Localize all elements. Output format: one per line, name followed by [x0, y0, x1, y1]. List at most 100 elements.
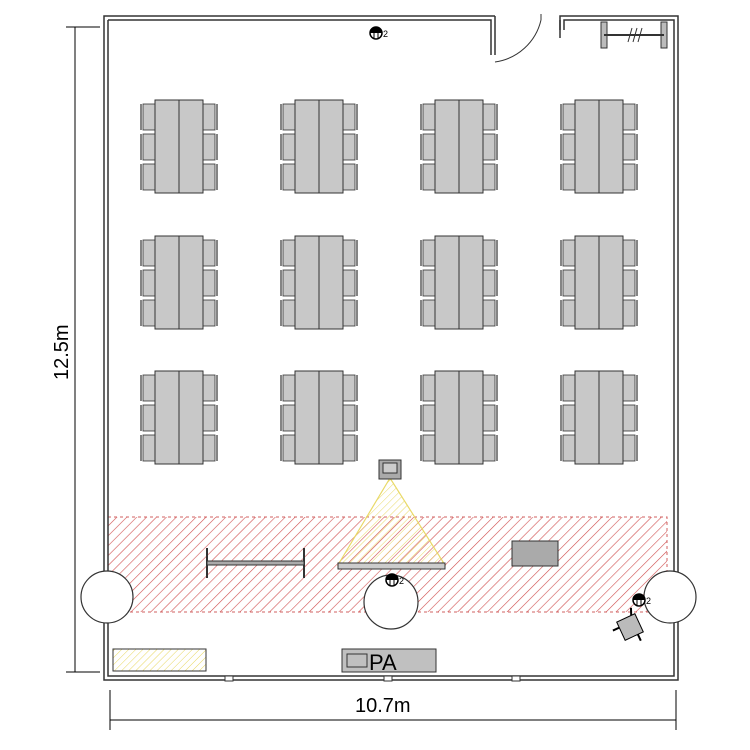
chair — [202, 239, 218, 267]
chair — [202, 103, 218, 131]
chair — [482, 404, 498, 432]
chair — [622, 374, 638, 402]
chair — [482, 163, 498, 191]
chair — [560, 434, 576, 462]
chair — [482, 269, 498, 297]
wall-post — [383, 675, 393, 682]
table-group — [140, 235, 218, 330]
chair — [420, 239, 436, 267]
table-group — [560, 235, 638, 330]
chair — [622, 434, 638, 462]
chair — [342, 434, 358, 462]
chair — [202, 374, 218, 402]
chair — [342, 163, 358, 191]
chair — [342, 133, 358, 161]
chair — [560, 163, 576, 191]
chair — [420, 299, 436, 327]
chair — [202, 133, 218, 161]
chair — [280, 299, 296, 327]
table-group — [420, 235, 498, 330]
width-label: 10.7m — [355, 695, 411, 717]
chair — [622, 133, 638, 161]
chair — [420, 103, 436, 131]
outlet-label: 2 — [646, 596, 651, 606]
height-label: 12.5m — [51, 324, 73, 380]
chair — [342, 404, 358, 432]
chair — [560, 269, 576, 297]
chair — [482, 133, 498, 161]
chair — [280, 374, 296, 402]
room-walls — [103, 15, 679, 681]
chair — [342, 374, 358, 402]
table-group — [420, 370, 498, 465]
chair — [482, 239, 498, 267]
speaker-icon — [612, 607, 644, 642]
chair — [420, 404, 436, 432]
outlet-label: 2 — [399, 576, 404, 586]
table-group — [140, 99, 218, 194]
table-group — [280, 370, 358, 465]
wall-post — [511, 675, 521, 682]
chair — [342, 299, 358, 327]
chair — [420, 374, 436, 402]
chair — [622, 239, 638, 267]
chair — [140, 133, 156, 161]
table-group — [280, 99, 358, 194]
chair — [280, 269, 296, 297]
chair — [622, 404, 638, 432]
chair — [202, 299, 218, 327]
chair — [140, 404, 156, 432]
chair — [342, 269, 358, 297]
chair — [140, 269, 156, 297]
door[interactable] — [494, 14, 561, 63]
chair — [482, 299, 498, 327]
stage-equipment-box — [511, 540, 559, 567]
chair — [280, 133, 296, 161]
chair — [622, 269, 638, 297]
chair — [280, 404, 296, 432]
chair — [622, 103, 638, 131]
chair — [420, 163, 436, 191]
chair — [202, 163, 218, 191]
chair — [140, 163, 156, 191]
pa-label: PA — [369, 650, 397, 675]
chair — [622, 163, 638, 191]
reception-table — [112, 648, 207, 672]
width-dimension — [109, 690, 677, 730]
chair — [420, 269, 436, 297]
outlet-icon: 2 — [632, 593, 651, 607]
pa-console[interactable]: PA — [341, 648, 437, 675]
chair — [140, 103, 156, 131]
chair — [280, 239, 296, 267]
wall-post — [224, 675, 234, 682]
chair — [202, 404, 218, 432]
chair — [140, 374, 156, 402]
outlet-icon: 2 — [369, 26, 388, 40]
chair — [482, 374, 498, 402]
chair — [420, 133, 436, 161]
chair — [202, 269, 218, 297]
chair — [482, 434, 498, 462]
outlet-label: 2 — [383, 29, 388, 39]
table-group — [560, 370, 638, 465]
table-group — [280, 235, 358, 330]
chair — [560, 103, 576, 131]
height-dimension — [66, 26, 100, 673]
chair — [482, 103, 498, 131]
chair — [140, 239, 156, 267]
chair — [560, 299, 576, 327]
projector — [378, 459, 402, 480]
column-left — [80, 570, 134, 624]
chair — [560, 133, 576, 161]
window-top-right — [600, 21, 668, 49]
outlet-icon: 2 — [385, 573, 404, 587]
chair — [560, 404, 576, 432]
chair — [622, 299, 638, 327]
chair — [280, 103, 296, 131]
table-grid — [140, 99, 638, 465]
chair — [420, 434, 436, 462]
chair — [280, 163, 296, 191]
chair — [560, 374, 576, 402]
chair — [342, 239, 358, 267]
